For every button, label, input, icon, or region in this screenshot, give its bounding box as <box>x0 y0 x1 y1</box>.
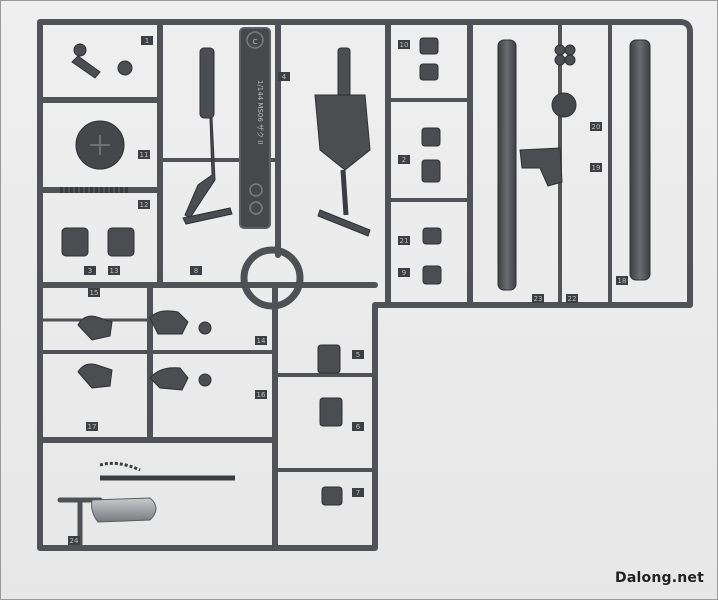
svg-text:9: 9 <box>402 269 406 277</box>
svg-text:4: 4 <box>282 73 287 81</box>
part-number-tags: 15 14 17 16 5 6 7 24 13 12 3 8 9 <box>68 36 628 545</box>
svg-text:12: 12 <box>140 201 149 209</box>
svg-text:21: 21 <box>400 237 409 245</box>
svg-text:18: 18 <box>618 277 627 285</box>
svg-text:10: 10 <box>400 41 409 49</box>
svg-text:11: 11 <box>140 151 149 159</box>
svg-text:2: 2 <box>402 156 406 164</box>
svg-text:16: 16 <box>257 391 266 399</box>
svg-text:19: 19 <box>592 164 601 172</box>
svg-text:13: 13 <box>110 267 119 275</box>
sprue-frame <box>37 19 693 551</box>
sprue-title: 1/144 MS06 ザク II <box>256 80 264 144</box>
svg-text:6: 6 <box>356 423 361 431</box>
svg-text:22: 22 <box>568 295 577 303</box>
svg-text:17: 17 <box>88 423 97 431</box>
svg-text:3: 3 <box>88 267 92 275</box>
watermark-text: Dalong.net <box>615 570 704 586</box>
svg-text:5: 5 <box>356 351 360 359</box>
kit-parts <box>60 37 651 523</box>
svg-text:1: 1 <box>145 37 149 45</box>
svg-text:7: 7 <box>356 489 360 497</box>
sprue-tag: C 1/144 MS06 ザク II <box>239 27 271 229</box>
sprue-letter: C <box>253 38 258 46</box>
sprue-ring <box>240 246 304 310</box>
svg-text:23: 23 <box>534 295 543 303</box>
svg-text:24: 24 <box>70 537 79 545</box>
svg-text:15: 15 <box>90 289 99 297</box>
svg-text:20: 20 <box>592 123 601 131</box>
svg-text:14: 14 <box>257 337 266 345</box>
svg-text:8: 8 <box>194 267 198 275</box>
